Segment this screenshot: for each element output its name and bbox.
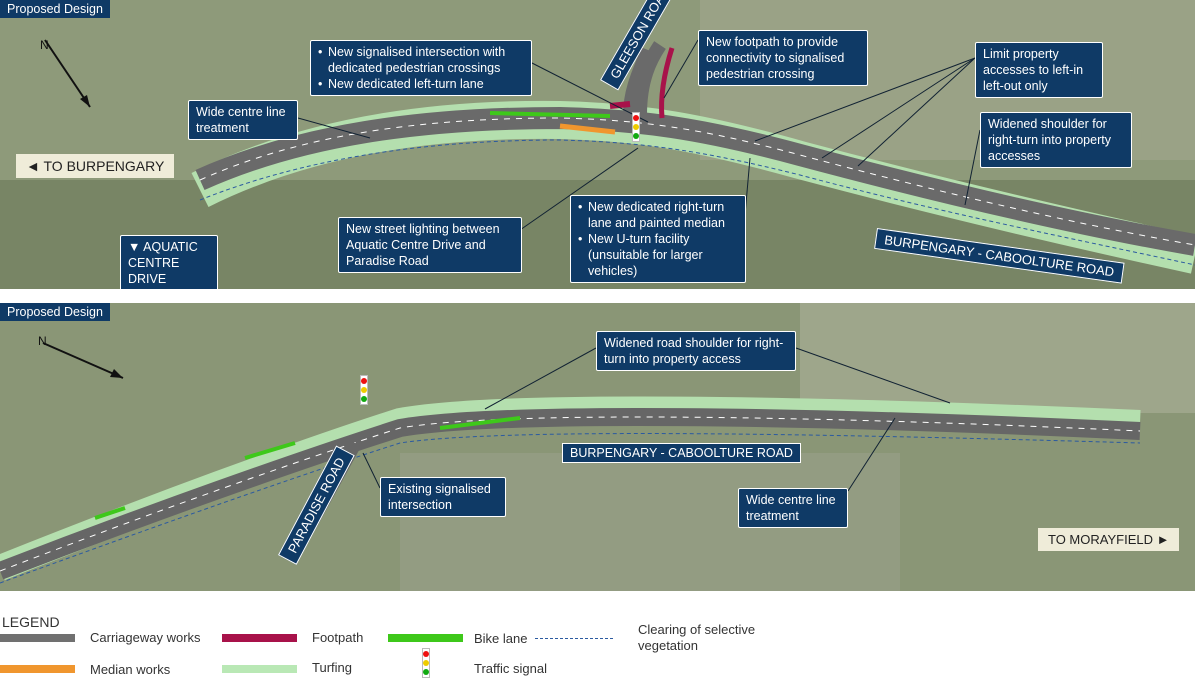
footpath	[659, 47, 675, 119]
bottom-map-panel: Proposed Design N Widened road shoulder …	[0, 303, 1195, 591]
legend-label-traffic-signal: Traffic signal	[474, 661, 547, 676]
legend-label-vegetation-clearing: Clearing of selective vegetation	[638, 622, 756, 653]
legend-label-median: Median works	[90, 662, 171, 677]
burpengary-caboolture-road-label: BURPENGARY - CABOOLTURE ROAD	[562, 443, 801, 463]
callout-right-turn-lane: New dedicated right-turn lane and painte…	[570, 195, 746, 283]
legend-swatch-vegetation-clearing	[535, 638, 613, 639]
callout-signalised-intersection: New signalised intersection with dedicat…	[310, 40, 532, 96]
legend-label-bike-lane: Bike lane	[474, 631, 528, 646]
traffic-signal-icon	[632, 112, 640, 142]
proposed-design-label: Proposed Design	[0, 0, 110, 18]
bike-lane	[94, 416, 521, 520]
vegetation-clearing-line	[199, 139, 1195, 266]
top-map-panel: Proposed Design N ◄ TO BURPENGARY ▼ AQUA…	[0, 0, 1195, 289]
legend-swatch-carriageway	[0, 634, 75, 642]
bike-lane	[489, 111, 611, 118]
north-arrow-icon: N	[40, 35, 100, 115]
callout-new-footpath: New footpath to provide connectivity to …	[698, 30, 868, 86]
legend: LEGEND Carriageway works Median works Fo…	[0, 600, 1195, 692]
callout-wide-centre-line: Wide centre line treatment	[738, 488, 848, 528]
proposed-design-label: Proposed Design	[0, 303, 110, 321]
traffic-signal-icon	[360, 375, 368, 405]
svg-text:N: N	[40, 38, 49, 52]
svg-text:N: N	[38, 334, 47, 348]
callout-existing-signalised-intersection: Existing signalised intersection	[380, 477, 506, 517]
to-morayfield-sign: TO MORAYFIELD ►	[1038, 528, 1180, 551]
median-works	[559, 123, 616, 135]
callout-widened-road-shoulder: Widened road shoulder for right-turn int…	[596, 331, 796, 371]
callout-street-lighting: New street lighting between Aquatic Cent…	[338, 217, 522, 273]
legend-swatch-footpath	[222, 634, 297, 642]
legend-swatch-turfing	[222, 665, 297, 673]
legend-swatch-bike-lane	[388, 634, 463, 642]
legend-swatch-median	[0, 665, 75, 673]
aquatic-centre-drive-label: ▼ AQUATIC CENTRE DRIVE	[120, 235, 218, 289]
legend-traffic-signal-icon	[422, 648, 430, 678]
legend-label-turfing: Turfing	[312, 660, 352, 675]
legend-title: LEGEND	[2, 614, 60, 630]
vegetation-clearing-line	[0, 433, 1141, 584]
north-arrow-icon: N	[38, 333, 128, 383]
to-burpengary-sign: ◄ TO BURPENGARY	[16, 154, 175, 178]
callout-limit-property-accesses: Limit property accesses to left-in left-…	[975, 42, 1103, 98]
legend-label-carriageway: Carriageway works	[90, 630, 201, 645]
callout-widened-shoulder: Widened shoulder for right-turn into pro…	[980, 112, 1132, 168]
callout-wide-centre-line: Wide centre line treatment	[188, 100, 298, 140]
legend-label-footpath: Footpath	[312, 630, 364, 645]
